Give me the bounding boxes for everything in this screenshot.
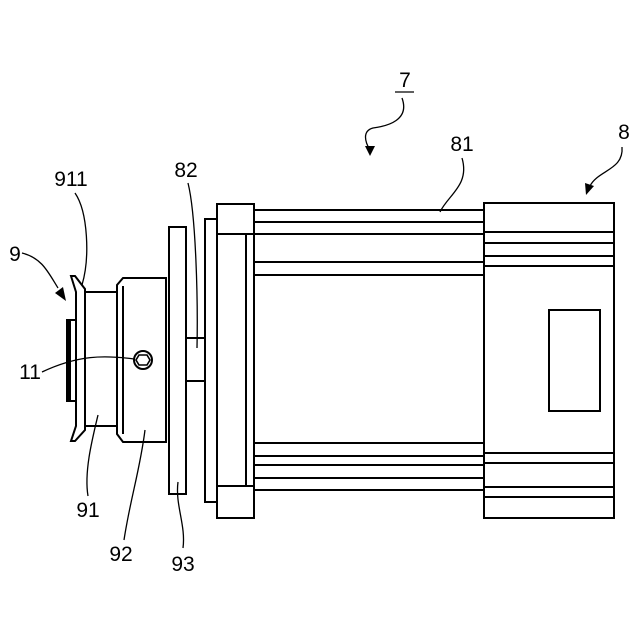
- leader-93: [177, 482, 183, 548]
- motor-frame: [254, 210, 484, 490]
- label-93: 93: [171, 553, 194, 576]
- rear-housing: [484, 203, 614, 518]
- pulley-body: [85, 292, 117, 426]
- leader-81: [440, 158, 464, 212]
- pulley: [67, 276, 117, 441]
- leader-82: [188, 183, 197, 348]
- motor-front-flange: [205, 204, 254, 518]
- label-7: 7: [399, 69, 411, 92]
- arrow-head-9: [55, 287, 66, 301]
- front-flange-spigot: [205, 219, 217, 502]
- leader-911: [75, 193, 87, 285]
- nameplate-window: [549, 310, 600, 411]
- leader-8: [590, 147, 622, 186]
- mounting-plate: [169, 227, 186, 494]
- output-shaft: [186, 338, 205, 381]
- arrow-head-7: [365, 146, 375, 156]
- hub-body: [117, 278, 166, 442]
- leader-9: [22, 253, 58, 288]
- leader-7: [366, 98, 404, 150]
- motor-body: [254, 210, 484, 490]
- label-92: 92: [109, 543, 132, 566]
- front-flange-outer: [217, 204, 254, 518]
- leader-11: [42, 357, 134, 372]
- label-911: 911: [54, 168, 87, 191]
- label-9: 9: [9, 243, 21, 266]
- label-81: 81: [450, 133, 473, 156]
- label-82: 82: [174, 159, 197, 182]
- leader-91: [87, 415, 98, 496]
- leader-lines: [22, 98, 622, 548]
- label-8: 8: [618, 121, 630, 144]
- label-91: 91: [76, 499, 99, 522]
- label-11: 11: [19, 361, 41, 384]
- arrow-head-8: [585, 183, 594, 195]
- leader-92: [124, 430, 145, 540]
- reference-labels: 7 8 81 82 9 911 11 91 92 93: [9, 69, 630, 576]
- hex-socket-icon: [136, 355, 150, 365]
- set-screw: [134, 351, 152, 369]
- pulley-boss-shade: [67, 321, 71, 400]
